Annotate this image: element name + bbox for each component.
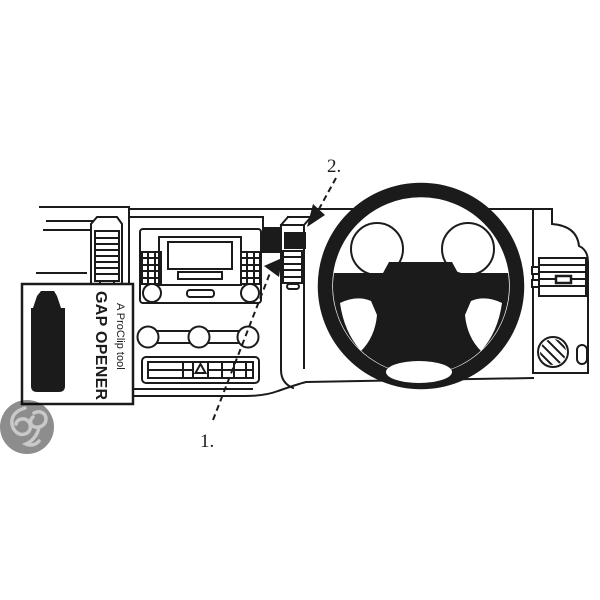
right-vent-slats <box>538 264 587 287</box>
callout-2-leader-line <box>318 177 337 210</box>
radio-knob-left <box>142 283 162 303</box>
climate-knob-left <box>136 325 160 349</box>
callout-1-label: 1. <box>200 431 214 452</box>
key-slot <box>576 344 588 365</box>
gap-opener-title: GAP OPENER <box>92 291 109 401</box>
right-air-vent <box>531 257 587 297</box>
cd-slot <box>186 289 215 298</box>
button-grid-cells <box>141 251 162 285</box>
right-panel-contour <box>532 208 589 374</box>
hazard-triangle-icon <box>193 361 208 374</box>
callout-1-arrowhead <box>264 258 282 277</box>
mount-location-2-marker <box>284 232 306 249</box>
center-console <box>128 208 535 397</box>
callout-2-label: 2. <box>327 156 341 177</box>
center-vent-column <box>262 215 313 369</box>
right-vent-hinge <box>531 266 540 275</box>
center-vent-handle <box>286 283 300 290</box>
callout-1: 1. <box>200 258 282 452</box>
right-vent-hinge <box>531 279 540 288</box>
watermark-logo <box>0 400 54 454</box>
callout-1-leader-line <box>212 272 271 421</box>
right-vent-tab <box>554 274 573 285</box>
right-vent-frame <box>538 257 587 297</box>
radio-unit <box>139 228 262 304</box>
climate-knob-right <box>236 325 260 349</box>
button-grid-frame <box>240 251 261 285</box>
gap-opener-tool-icon <box>31 291 65 392</box>
display-button-bar <box>177 271 223 280</box>
ignition-hatching <box>540 339 566 365</box>
button-grid-cells <box>240 251 261 285</box>
watermark-glyph-right <box>21 410 48 447</box>
center-vent-slats <box>282 256 303 278</box>
climate-knob-center <box>187 325 211 349</box>
watermark-glyph-left <box>10 406 33 437</box>
steering-wheel <box>317 182 525 390</box>
left-air-vent <box>90 216 123 288</box>
ignition-ring <box>537 336 569 368</box>
left-vent-housing <box>90 216 123 287</box>
vent-column-frame <box>279 215 313 369</box>
switch-panel-frame <box>141 356 260 384</box>
right-dash-panel <box>531 208 589 374</box>
display-bezel <box>158 236 242 286</box>
climate-controls <box>136 325 260 349</box>
callout-2: 2. <box>307 156 341 227</box>
gap-opener-card: GAP OPENER A ProClip tool <box>20 282 135 406</box>
center-vent-frame <box>282 250 303 284</box>
spoke-opening-right <box>465 298 502 351</box>
radio-knob-right <box>240 283 260 303</box>
display-screen <box>167 241 233 270</box>
switch-panel <box>141 356 260 384</box>
spoke-opening-left <box>340 298 377 351</box>
button-grid-right <box>240 251 261 285</box>
mount-location-1-marker <box>262 227 281 253</box>
dash-lower-contour <box>128 376 535 397</box>
climate-panel-bars <box>157 330 239 344</box>
left-vent-slats <box>94 237 120 275</box>
switch-dividers <box>147 361 254 379</box>
gap-opener-subtitle: A ProClip tool <box>114 303 126 370</box>
ignition-switch <box>537 336 569 368</box>
steering-wheel-hub <box>333 262 509 375</box>
spoke-opening-bottom <box>386 361 452 383</box>
callout-2-arrowhead <box>307 204 325 227</box>
